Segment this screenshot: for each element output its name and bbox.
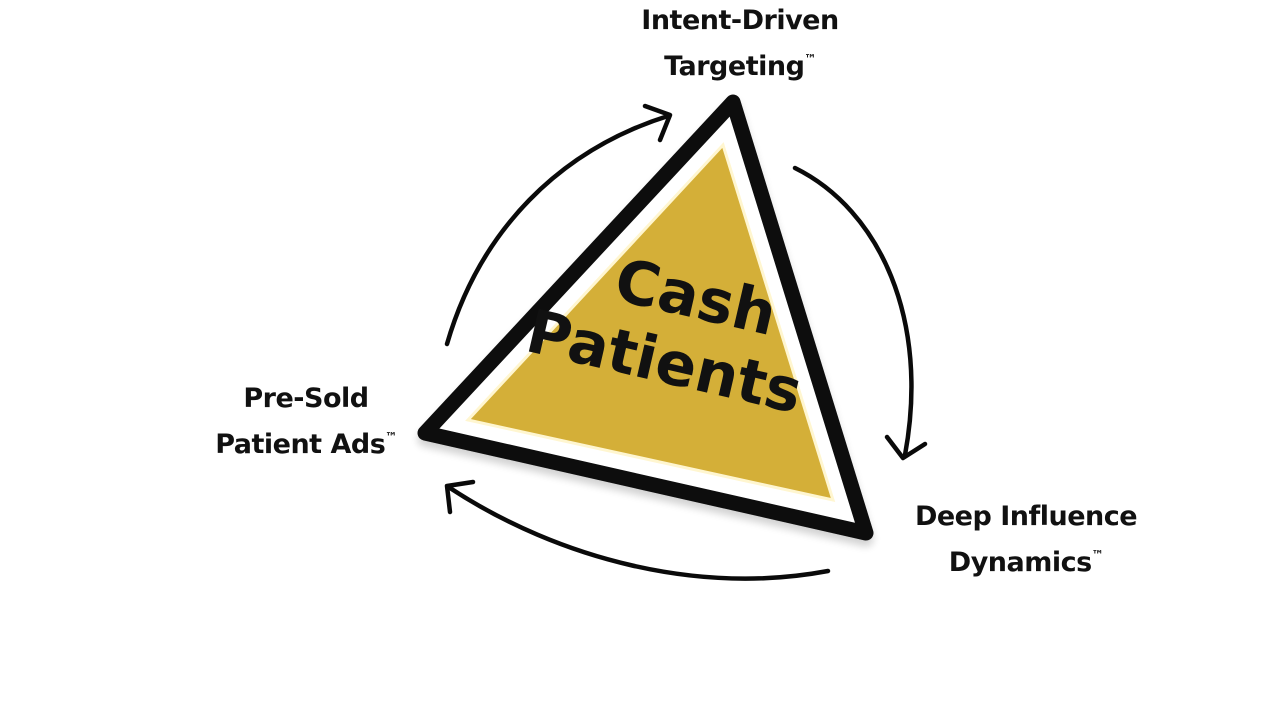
arrow-left-to-top	[444, 103, 673, 347]
trademark-mark: ™	[385, 430, 397, 444]
arrowhead-icon	[444, 479, 476, 515]
trademark-mark: ™	[804, 52, 816, 66]
node-label-line: Patient Ads™	[196, 418, 416, 464]
node-label-line: Deep Influence	[914, 501, 1138, 532]
node-label-line: Targeting™	[606, 40, 874, 86]
node-label-intent-driven-targeting: Intent-Driven Targeting™	[606, 2, 874, 86]
node-label-text: Targeting	[664, 51, 805, 82]
node-label-line: Pre-Sold	[243, 383, 369, 414]
triangle-fill	[465, 142, 836, 503]
node-label-line: Dynamics™	[896, 536, 1156, 582]
node-label-line: Intent-Driven	[641, 5, 839, 36]
trademark-mark: ™	[1091, 548, 1104, 562]
node-label-pre-sold-patient-ads: Pre-Sold Patient Ads™	[196, 380, 416, 464]
arrow-right-to-left	[444, 479, 831, 581]
arrowhead-icon	[642, 103, 673, 143]
node-label-text: Patient Ads	[215, 429, 386, 460]
arrow-top-to-right	[792, 165, 928, 461]
arrowhead-icon	[884, 434, 928, 461]
cycle-arrows	[444, 103, 928, 581]
node-label-deep-influence-dynamics: Deep Influence Dynamics™	[896, 498, 1156, 582]
node-label-text: Dynamics	[948, 547, 1092, 578]
central-triangle	[417, 94, 874, 541]
